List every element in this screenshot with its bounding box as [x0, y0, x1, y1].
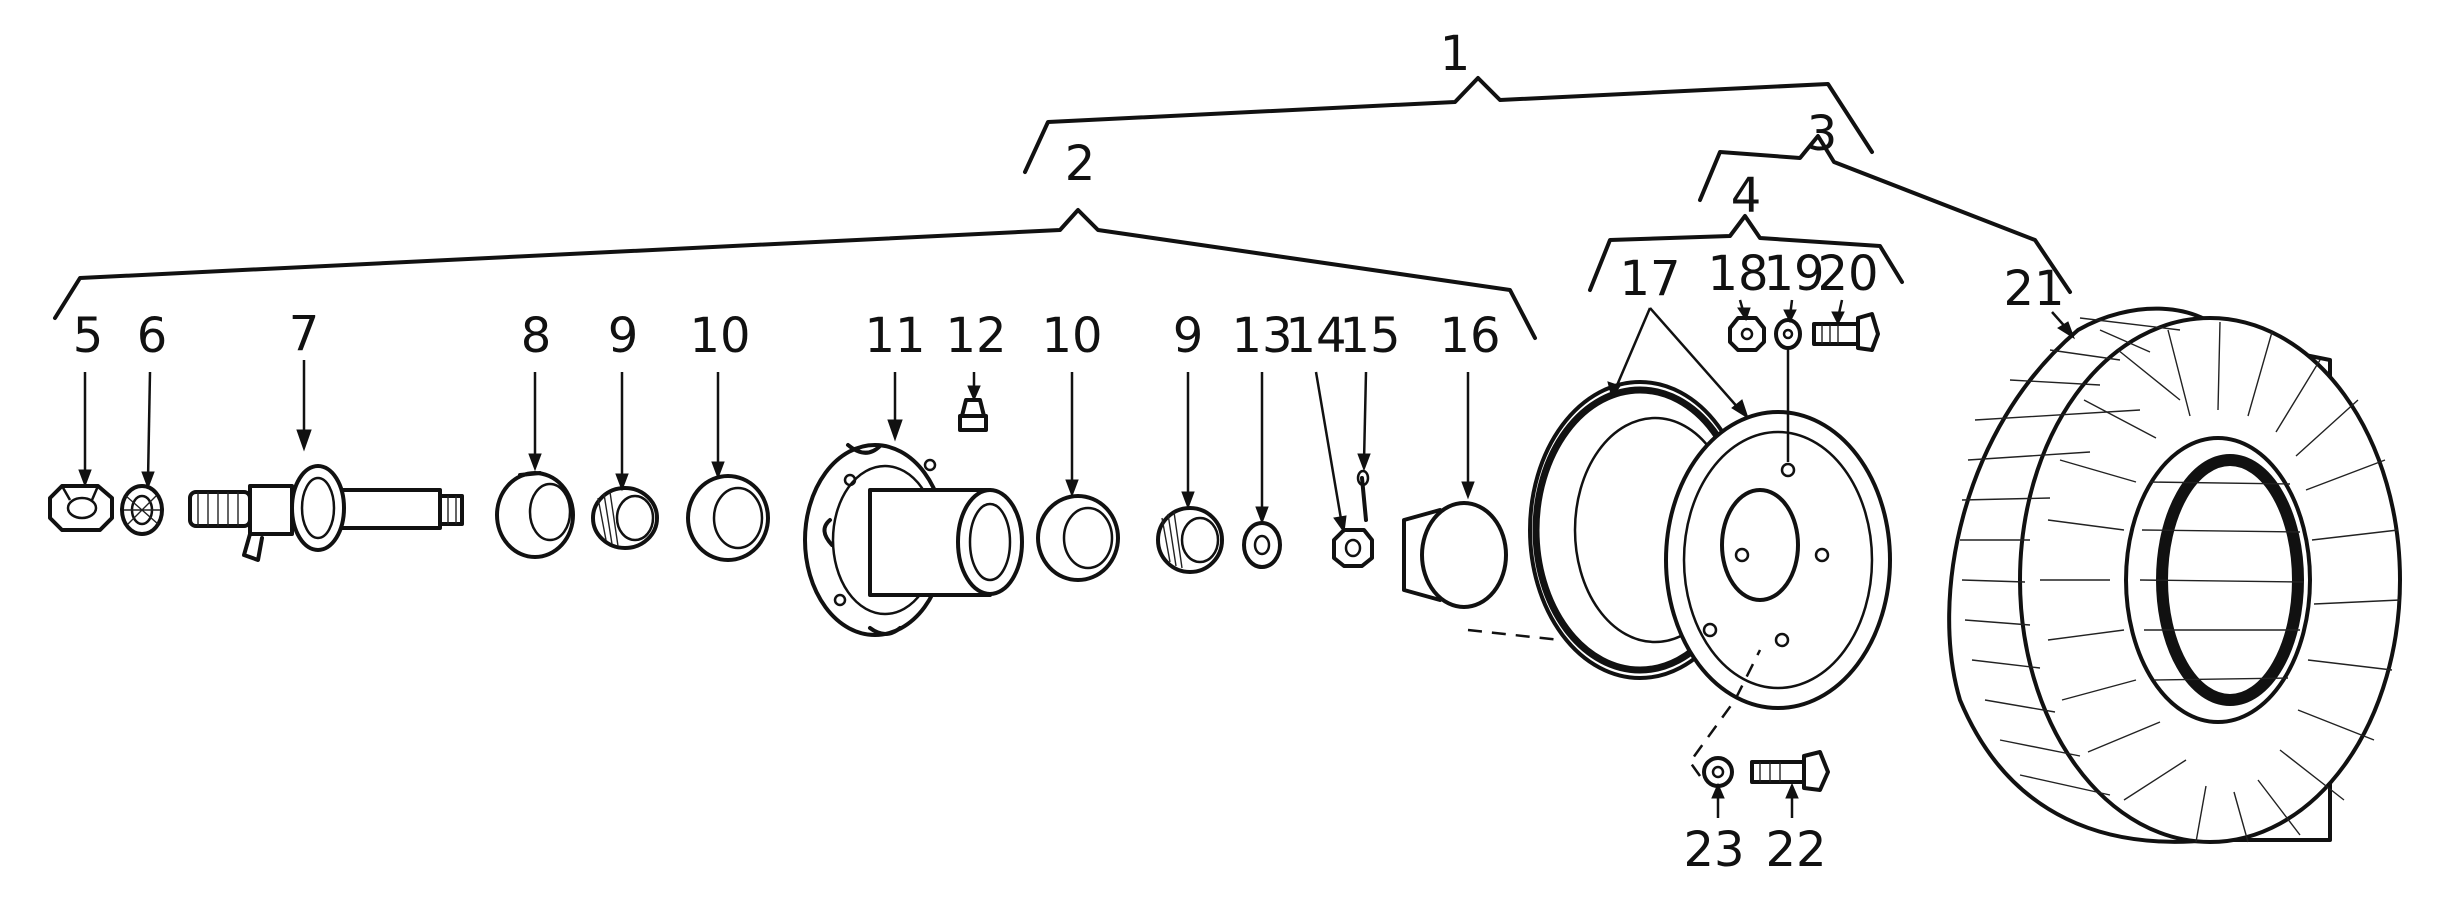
label-part-19: 19 [1763, 246, 1824, 302]
part-21-tire [1947, 306, 2402, 844]
label-part-9-left: 9 [608, 308, 639, 364]
label-part-3: 3 [1807, 106, 1838, 162]
label-part-15: 15 [1339, 308, 1400, 364]
part-23-washer [1688, 649, 1762, 788]
bracket-1 [1023, 76, 1874, 174]
bracket-2 [53, 208, 1537, 340]
label-part-21: 21 [2003, 261, 2064, 317]
label-part-2: 2 [1065, 136, 1096, 192]
label-part-11: 11 [864, 308, 925, 364]
label-part-5: 5 [73, 308, 104, 364]
part-15-cotter-pin [1356, 469, 1370, 522]
part-13-flat-washer [1242, 521, 1282, 569]
label-part-7: 7 [289, 306, 320, 362]
label-part-8: 8 [521, 308, 552, 364]
part-8-bearing-cup [495, 471, 575, 559]
label-part-6: 6 [137, 308, 168, 364]
part-20-bolt [1812, 312, 1880, 352]
leader-arrows [78, 299, 2075, 818]
part-16-dust-cap [1402, 501, 1508, 609]
part-18-nut [1728, 316, 1766, 352]
part-11-wheel-hub [803, 443, 1024, 637]
bracket-3 [1698, 134, 2072, 294]
label-part-18: 18 [1707, 246, 1768, 302]
part-19-washer [1774, 318, 1802, 350]
part-10-bearing-race-left [686, 474, 770, 562]
part-10-bearing-race-right [1036, 494, 1120, 582]
label-part-14: 14 [1285, 308, 1346, 364]
label-part-17: 17 [1619, 251, 1680, 307]
bracket-4 [1588, 214, 1904, 292]
part-9-roller-bearing-right [1156, 506, 1224, 574]
label-part-20: 20 [1817, 246, 1878, 302]
label-part-16: 16 [1439, 308, 1500, 364]
part-17-wheel-rim [1467, 380, 1892, 710]
part-12-grease-fitting [958, 398, 988, 432]
part-9-roller-bearing-left [591, 486, 659, 550]
part-6-lock-washer [120, 484, 164, 536]
label-part-9-right: 9 [1173, 308, 1204, 364]
label-part-10-left: 10 [689, 308, 750, 364]
label-part-12: 12 [945, 308, 1006, 364]
label-part-10-right: 10 [1041, 308, 1102, 364]
label-part-1: 1 [1440, 26, 1471, 82]
label-part-4: 4 [1731, 168, 1762, 224]
part-5-hex-nut [48, 484, 114, 532]
part-7-spindle [188, 464, 464, 562]
part-14-castle-nut [1332, 528, 1374, 568]
label-part-22: 22 [1765, 822, 1826, 878]
part-22-bolt [1750, 750, 1830, 792]
label-part-13: 13 [1231, 308, 1292, 364]
label-part-23: 23 [1683, 822, 1744, 878]
